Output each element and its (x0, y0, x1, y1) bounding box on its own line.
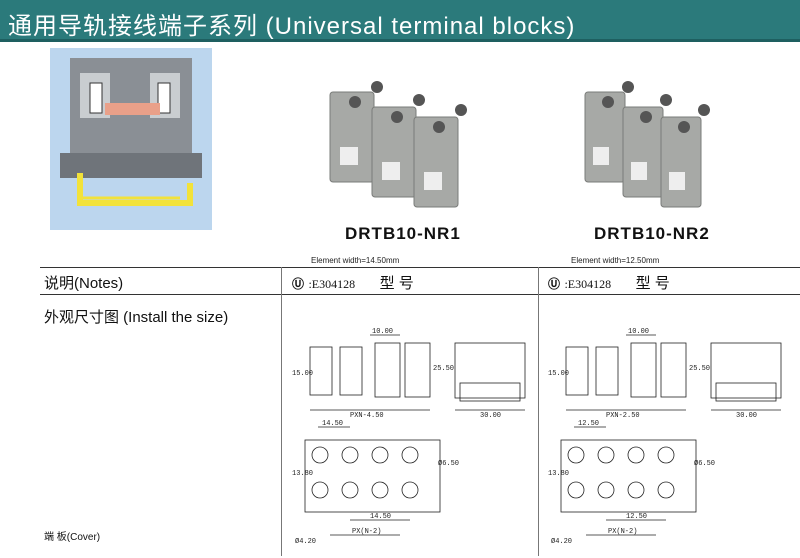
dim-pitch-bottom: 14.50 (370, 513, 391, 521)
cert-number: :E304128 (564, 277, 612, 291)
dim-hole: Ø6.50 (694, 459, 715, 468)
cert-cell-nr1: Ⓤ :E304128 型 号 (292, 272, 414, 293)
model-name-nr1: DRTB10-NR1 (345, 224, 461, 243)
type-label: 型 号 (379, 275, 414, 292)
type-label: 型 号 (635, 275, 670, 292)
dim-row-height: 13.80 (292, 470, 313, 478)
header-bar: 通用导轨接线端子系列 (Universal terminal blocks) (0, 0, 800, 42)
dim-height1: 15.00 (292, 370, 313, 378)
dim-top-width: 10.00 (628, 328, 649, 336)
dim-height2: 25.50 (433, 365, 454, 373)
column-divider-2 (538, 267, 539, 556)
install-size-label: 外观尺寸图 (Install the size) (44, 309, 229, 326)
cert-cell-nr2: Ⓤ :E304128 型 号 (548, 272, 670, 293)
dim-row-height: 13.80 (548, 470, 569, 478)
dim-pitch-top: 14.50 (322, 420, 343, 428)
dim-height1: 15.00 (548, 370, 569, 378)
dim-height2: 25.50 (689, 365, 710, 373)
product-photo-nr1 (325, 62, 485, 212)
dim-screw: Ø4.20 (551, 537, 572, 546)
dim-screw: Ø4.20 (295, 537, 316, 546)
dim-pitch: PXN-2.50 (606, 412, 640, 420)
dim-px: PX(N-2) (352, 528, 381, 536)
cert-number: :E304128 (308, 277, 356, 291)
product-photo-nr2 (580, 62, 740, 212)
dim-top-width: 10.00 (372, 328, 393, 336)
cross-section-image (50, 48, 212, 230)
technical-drawing-nr1: 10.00 15.00 25.50 30.00 PXN-4.50 14.50 1… (290, 325, 535, 553)
table-top-rule (40, 267, 800, 268)
dim-pitch-bottom: 12.50 (626, 513, 647, 521)
dim-depth: 30.00 (736, 412, 757, 420)
page-title: 通用导轨接线端子系列 (Universal terminal blocks) (8, 13, 576, 40)
model-name-nr2: DRTB10-NR2 (594, 224, 710, 243)
element-width-nr2: Element width=12.50mm (571, 256, 660, 265)
dim-px: PX(N-2) (608, 528, 637, 536)
table-mid-rule (40, 294, 800, 295)
technical-drawing-nr2: 10.00 15.00 25.50 30.00 PXN-2.50 12.50 1… (546, 325, 791, 553)
dim-hole: Ø6.50 (438, 459, 459, 468)
notes-label: 说明(Notes) (44, 275, 124, 292)
column-divider-1 (281, 267, 282, 556)
dim-pitch-top: 12.50 (578, 420, 599, 428)
ul-mark-icon: Ⓤ (292, 277, 305, 291)
element-width-nr1: Element width=14.50mm (311, 256, 400, 265)
dim-pitch: PXN-4.50 (350, 412, 384, 420)
ul-mark-icon: Ⓤ (548, 277, 561, 291)
cover-label: 端 板(Cover) (44, 532, 101, 543)
dim-depth: 30.00 (480, 412, 501, 420)
